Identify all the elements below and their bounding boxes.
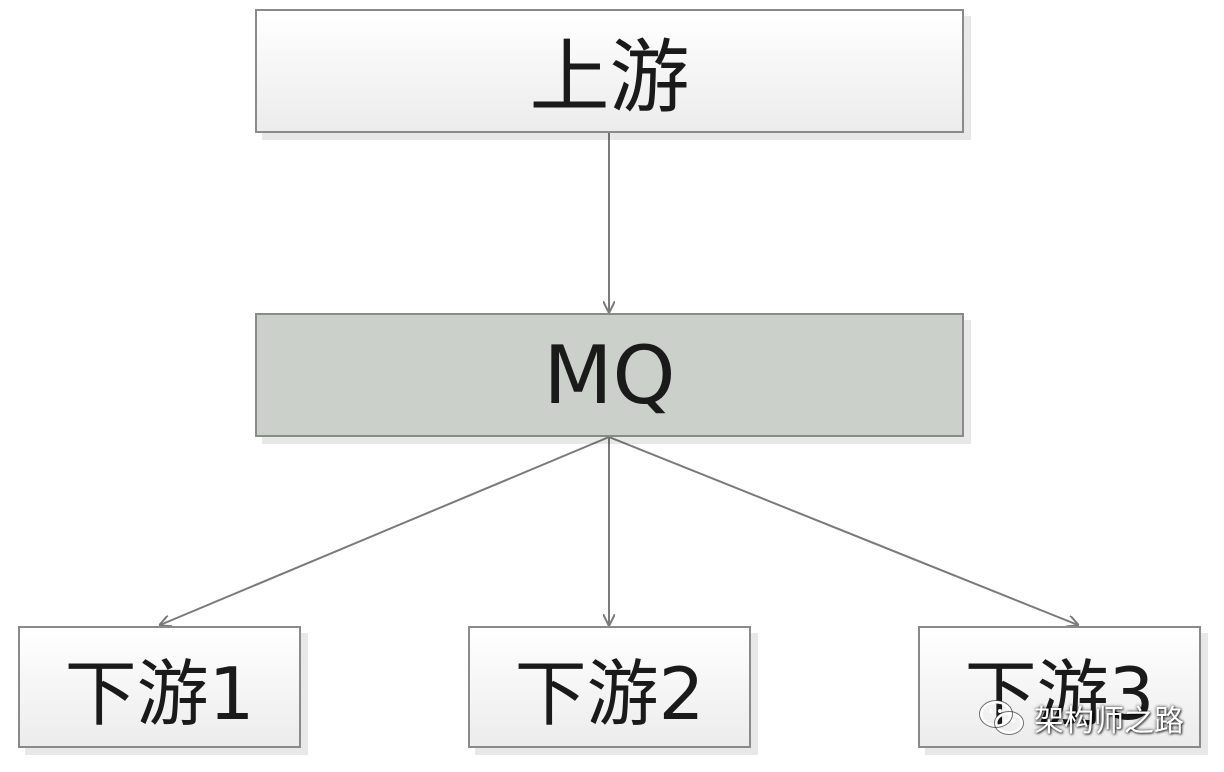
node-downstream-1: 下游1: [18, 626, 301, 748]
node-downstream-2-label: 下游2: [514, 651, 705, 736]
edge-mq-downstream-3: [608, 436, 1078, 625]
node-downstream-1-label: 下游1: [64, 651, 255, 736]
wechat-icon: [979, 700, 1024, 735]
node-upstream: 上游: [255, 9, 964, 133]
watermark-text: 架构师之路: [1034, 704, 1184, 739]
node-upstream-label: 上游: [529, 31, 690, 124]
node-mq: MQ: [255, 313, 964, 437]
node-downstream-2: 下游2: [468, 626, 751, 748]
node-mq-label: MQ: [543, 328, 676, 422]
edge-mq-downstream-1: [160, 436, 610, 625]
watermark: 架构师之路: [978, 690, 1184, 746]
node-downstream-3: 下游3: [918, 626, 1201, 748]
